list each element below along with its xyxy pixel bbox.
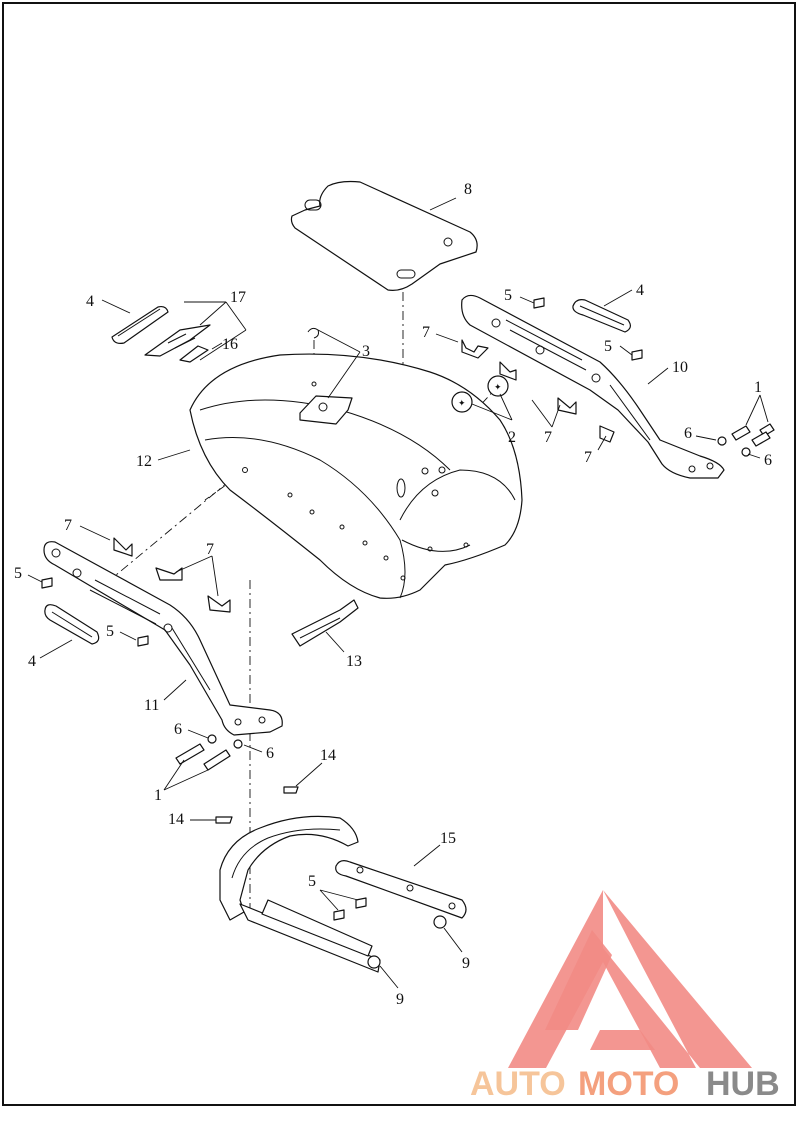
- part-8-cover-pad: [290, 180, 478, 291]
- diagram-frame: [2, 2, 796, 1106]
- callout-16: 16: [222, 336, 238, 353]
- callout-2: 2: [508, 429, 516, 446]
- callout-17: 17: [230, 289, 246, 306]
- part-6-washers-left: [207, 734, 243, 749]
- callout-13: 13: [346, 653, 362, 670]
- watermark-moto: MOTO: [578, 1065, 679, 1103]
- part-2-plugs: ✦ ✦: [451, 375, 509, 413]
- callout-5-bottom: 5: [308, 873, 316, 890]
- part-11-left-support-rail: [43, 541, 283, 736]
- callout-6-right-lower: 6: [764, 452, 772, 469]
- callout-1-right: 1: [754, 379, 762, 396]
- svg-text:✦: ✦: [458, 398, 466, 408]
- callout-5-right: 5: [604, 338, 612, 355]
- callout-5-top-right: 5: [504, 287, 512, 304]
- callout-15: 15: [440, 830, 456, 847]
- part-14-pads: [215, 786, 299, 824]
- part-15-bracket: [335, 860, 467, 919]
- part-12-fender: [189, 353, 523, 599]
- callout-3: 3: [362, 343, 370, 360]
- part-5-bolts: [41, 297, 643, 921]
- callout-4-bottom-left: 4: [28, 653, 36, 670]
- callout-7-mid-right: 7: [544, 429, 552, 446]
- callout-4-top-left: 4: [86, 293, 94, 310]
- part-13-bracket: [291, 599, 359, 647]
- callout-7-left-mid: 7: [206, 541, 214, 558]
- part-16-pad: [179, 345, 209, 363]
- callout-6-left-lower: 6: [266, 745, 274, 762]
- callout-7-left: 7: [64, 517, 72, 534]
- part-9-spacers: [367, 915, 447, 969]
- callout-7-top: 7: [422, 324, 430, 341]
- callout-labels: 8 4 17 16 3 5 4 7 5 10 1 12 2 7 6 6 7 7 …: [14, 181, 772, 1008]
- callout-7-lower-right: 7: [584, 449, 592, 466]
- part-6-washers-right: [717, 436, 751, 457]
- callout-8: 8: [464, 181, 472, 198]
- callout-11: 11: [144, 697, 159, 714]
- leader-lines: [27, 197, 769, 989]
- callout-9-right: 9: [462, 955, 470, 972]
- part-7-clips: [113, 339, 615, 613]
- part-1-bolts-left: [175, 743, 231, 771]
- callout-6-right-upper: 6: [684, 425, 692, 442]
- watermark-hub: HUB: [706, 1065, 780, 1103]
- callout-14-upper: 14: [320, 747, 336, 764]
- part-17-gasket: [144, 324, 211, 357]
- watermark-logo: [508, 890, 752, 1068]
- callout-12: 12: [136, 453, 152, 470]
- callout-10: 10: [672, 359, 688, 376]
- callout-14-lower: 14: [168, 811, 184, 828]
- callout-6-left-upper: 6: [174, 721, 182, 738]
- callout-5-left-lower: 5: [106, 623, 114, 640]
- callout-4-top-right: 4: [636, 282, 644, 299]
- callout-9-left: 9: [396, 991, 404, 1008]
- callout-5-left: 5: [14, 565, 22, 582]
- watermark-auto: AUTO: [470, 1065, 566, 1103]
- watermark-text: AUTO MOTO HUB: [470, 1065, 780, 1103]
- part-1-bolts-right: [731, 423, 775, 447]
- part-10-right-support-rail: [461, 294, 725, 479]
- part-4-trim-strip-bottom-left: [44, 604, 100, 645]
- lower-bracket-assembly: [219, 815, 381, 973]
- svg-text:✦: ✦: [494, 382, 502, 392]
- callout-1-left: 1: [154, 787, 162, 804]
- part-4-trim-strip-top-right: [572, 299, 631, 333]
- part-4-trim-strip-top-left: [111, 305, 169, 344]
